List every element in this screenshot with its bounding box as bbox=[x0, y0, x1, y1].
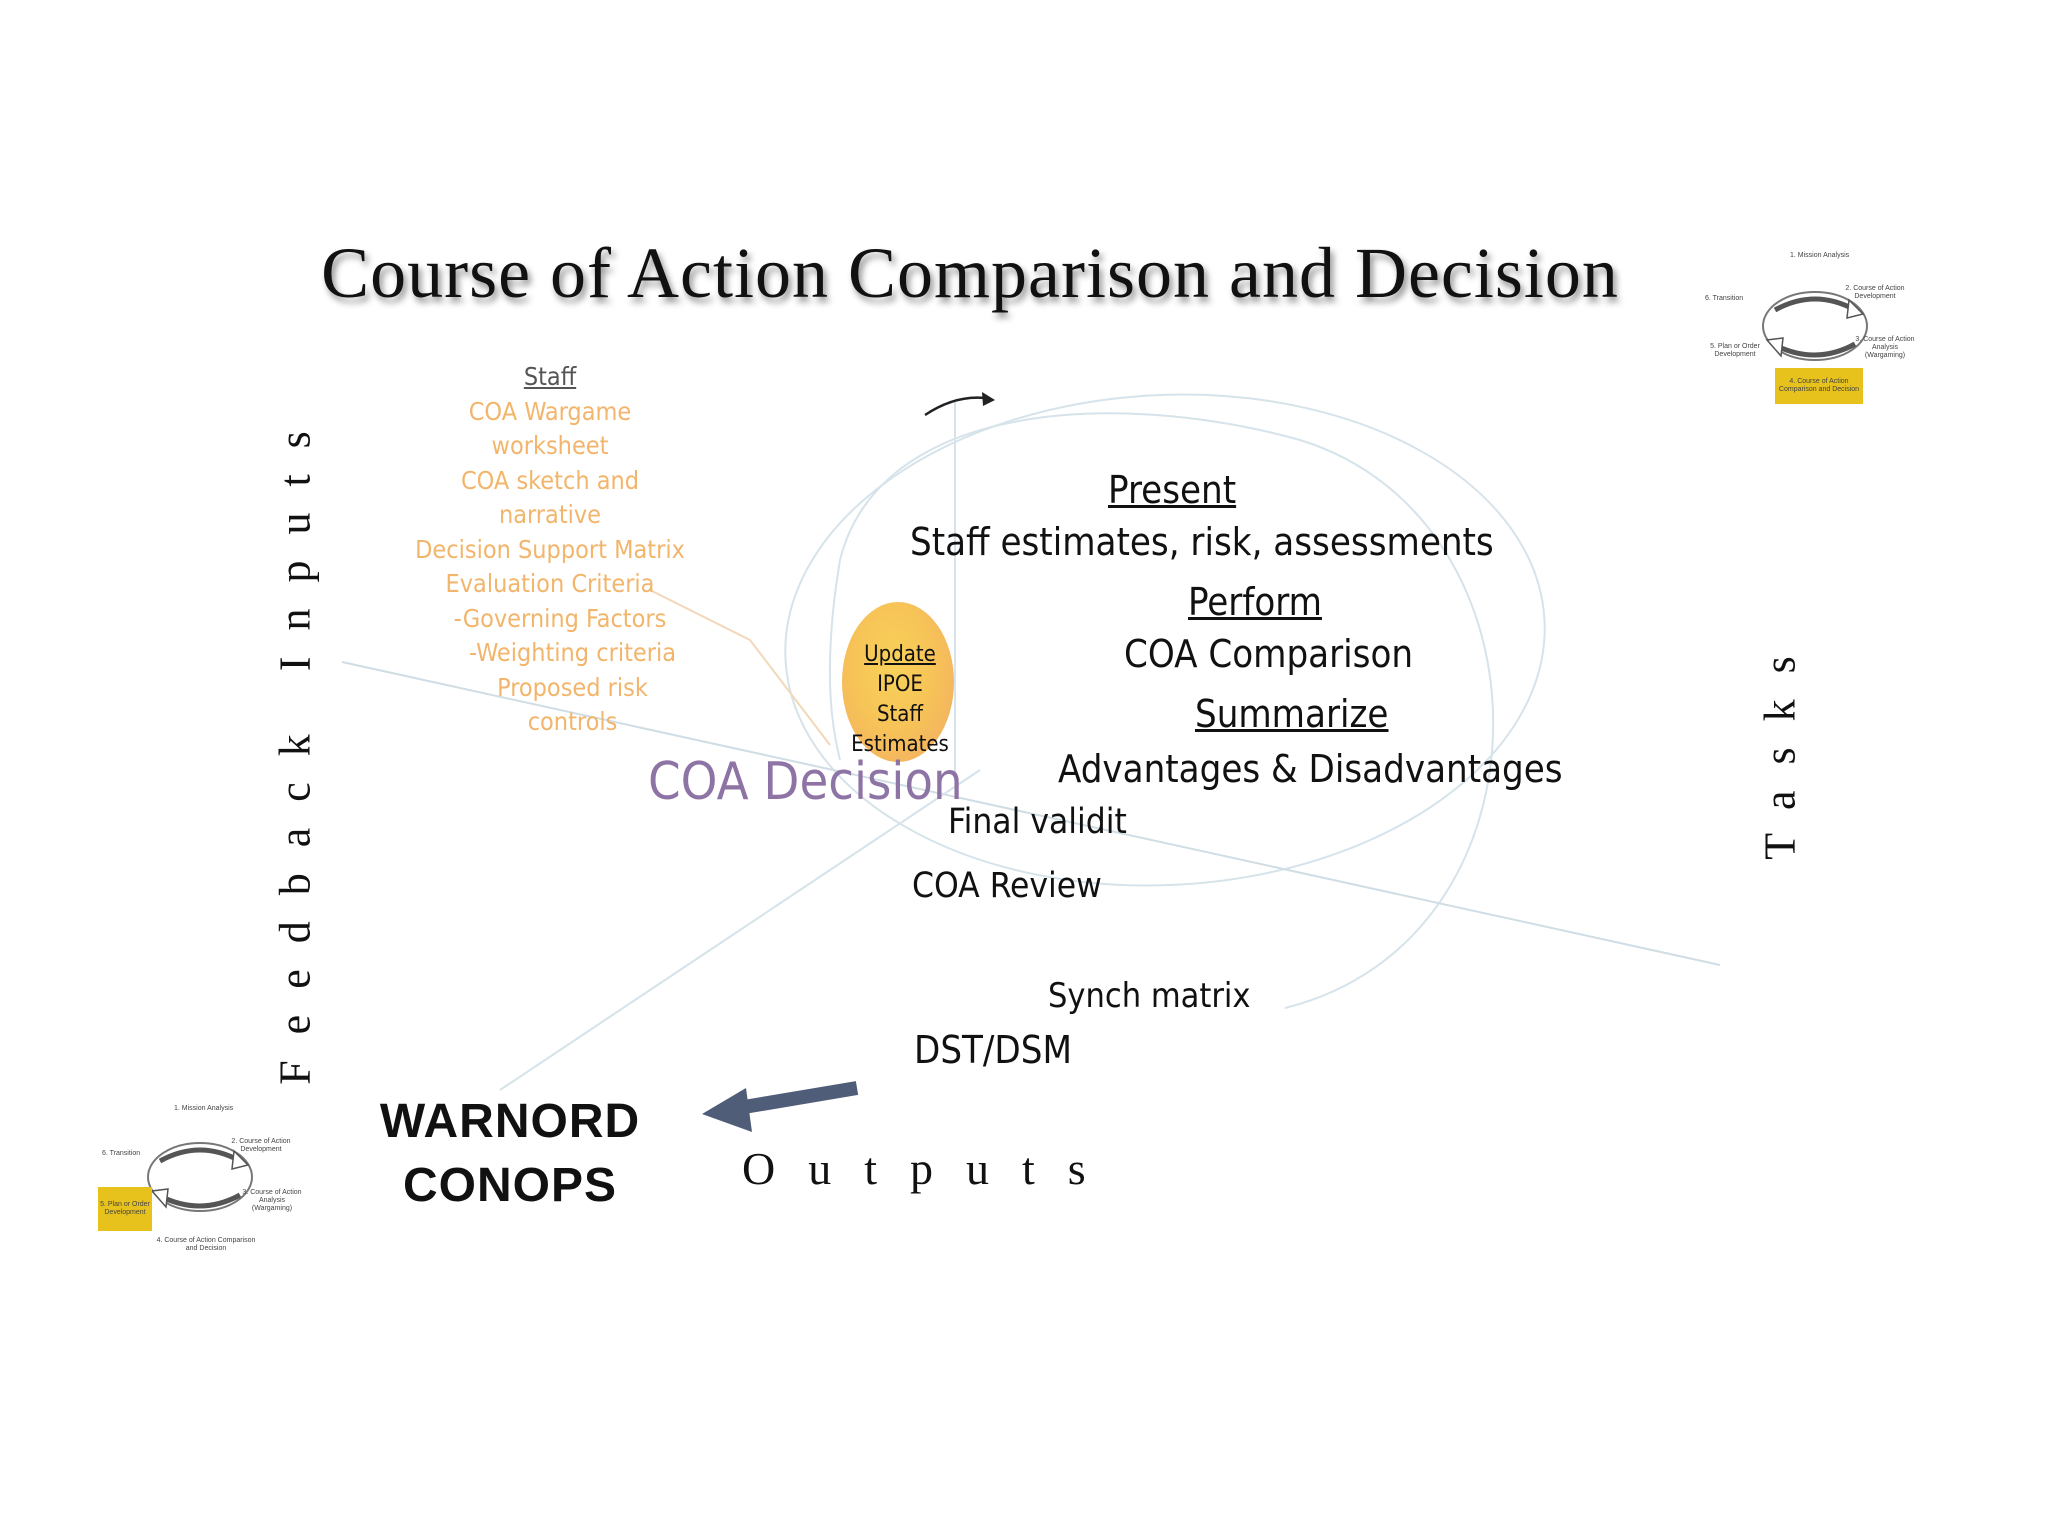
input-item: controls bbox=[527, 707, 618, 736]
present-heading: Present bbox=[1108, 468, 1237, 512]
summarize-text: Advantages & Disadvantages bbox=[1058, 747, 1563, 791]
present-text: Staff estimates, risk, assessments bbox=[910, 520, 1494, 564]
input-item: Evaluation Criteria bbox=[445, 569, 655, 598]
feedback-inputs-label: Feedback Inputs bbox=[270, 405, 320, 1085]
mini-step4: 4. Course of Action Comparison and Decis… bbox=[1778, 378, 1860, 393]
dst-dsm: DST/DSM bbox=[914, 1028, 1072, 1072]
cycle-arrows-icon bbox=[147, 1142, 253, 1212]
mini-cycle-bottom-left: 1. Mission Analysis 2. Course of Action … bbox=[96, 1105, 316, 1265]
mini-step6: 6. Transition bbox=[1705, 295, 1744, 302]
warnord-label: WARNORD bbox=[379, 1095, 641, 1148]
mini-highlight-box bbox=[1775, 368, 1863, 404]
inputs-heading: Staff bbox=[523, 362, 577, 391]
top-arrow-head bbox=[982, 392, 995, 406]
cycle-arrows-icon bbox=[1762, 291, 1868, 361]
top-arrow bbox=[924, 396, 986, 417]
perform-heading: Perform bbox=[1188, 580, 1322, 624]
inputs-list: Staff COA Wargame worksheet COA sketch a… bbox=[400, 360, 700, 740]
input-item: narrative bbox=[498, 500, 602, 529]
input-item: -Governing Factors bbox=[453, 603, 667, 633]
input-item: COA Wargame bbox=[468, 396, 632, 426]
warnord-conops: WARNORD CONOPS bbox=[340, 1090, 680, 1218]
mini-highlight-box bbox=[98, 1187, 152, 1231]
mini-step3: 3. Course of Action Analysis (Wargaming) bbox=[1855, 336, 1915, 359]
input-item: COA sketch and bbox=[460, 465, 640, 495]
input-item: Decision Support Matrix bbox=[415, 534, 685, 564]
input-item: -Weighting criteria bbox=[468, 638, 677, 667]
mini-step6: 6. Transition bbox=[102, 1150, 141, 1157]
mini-step5: 5. Plan or Order Development bbox=[100, 1201, 150, 1216]
coa-review: COA Review bbox=[912, 866, 1102, 906]
mini-step2: 2. Course of Action Development bbox=[231, 1138, 291, 1153]
summarize-heading: Summarize bbox=[1195, 692, 1389, 736]
mini-step5: 5. Plan or Order Development bbox=[1710, 343, 1760, 358]
output-arrow-head bbox=[702, 1088, 752, 1132]
tasks-label: Tasks bbox=[1755, 630, 1805, 860]
estimates-label: Estimates bbox=[851, 732, 949, 757]
inner-loop bbox=[828, 412, 1495, 1009]
mini-cycle-top-right: 1. Mission Analysis 2. Course of Action … bbox=[1705, 248, 1925, 413]
update-bubble bbox=[842, 602, 954, 762]
update-bubble-text: Update IPOE Staff Estimates bbox=[830, 640, 970, 760]
outer-loop bbox=[784, 393, 1546, 887]
mini-step4: 4. Course of Action Comparison and Decis… bbox=[156, 1237, 256, 1252]
mini-step2: 2. Course of Action Development bbox=[1845, 285, 1905, 300]
mini-step1: 1. Mission Analysis bbox=[1790, 252, 1850, 259]
cross-line-1 bbox=[341, 661, 1721, 966]
inputs-connector bbox=[649, 589, 831, 746]
conops-label: CONOPS bbox=[402, 1159, 618, 1212]
page-title: Course of Action Comparison and Decision bbox=[321, 233, 1619, 313]
final-validity-test: Final validity test bbox=[948, 802, 1128, 842]
input-item: Proposed risk bbox=[497, 672, 648, 702]
mini-step3: 3. Course of Action Analysis (Wargaming) bbox=[242, 1189, 302, 1212]
output-arrow bbox=[736, 1081, 859, 1115]
coa-decision-label: COA Decision bbox=[648, 752, 963, 812]
staff-label: Staff bbox=[876, 702, 924, 727]
input-item: worksheet bbox=[491, 431, 609, 460]
cross-line-2 bbox=[499, 769, 981, 1091]
perform-text: COA Comparison bbox=[1124, 632, 1414, 676]
synch-matrix: Synch matrix bbox=[1048, 976, 1251, 1016]
ipoe-label: IPOE bbox=[877, 672, 923, 697]
update-label: Update bbox=[864, 642, 936, 667]
outputs-label: Outputs bbox=[742, 1143, 1119, 1194]
mini-step1: 1. Mission Analysis bbox=[174, 1105, 234, 1112]
